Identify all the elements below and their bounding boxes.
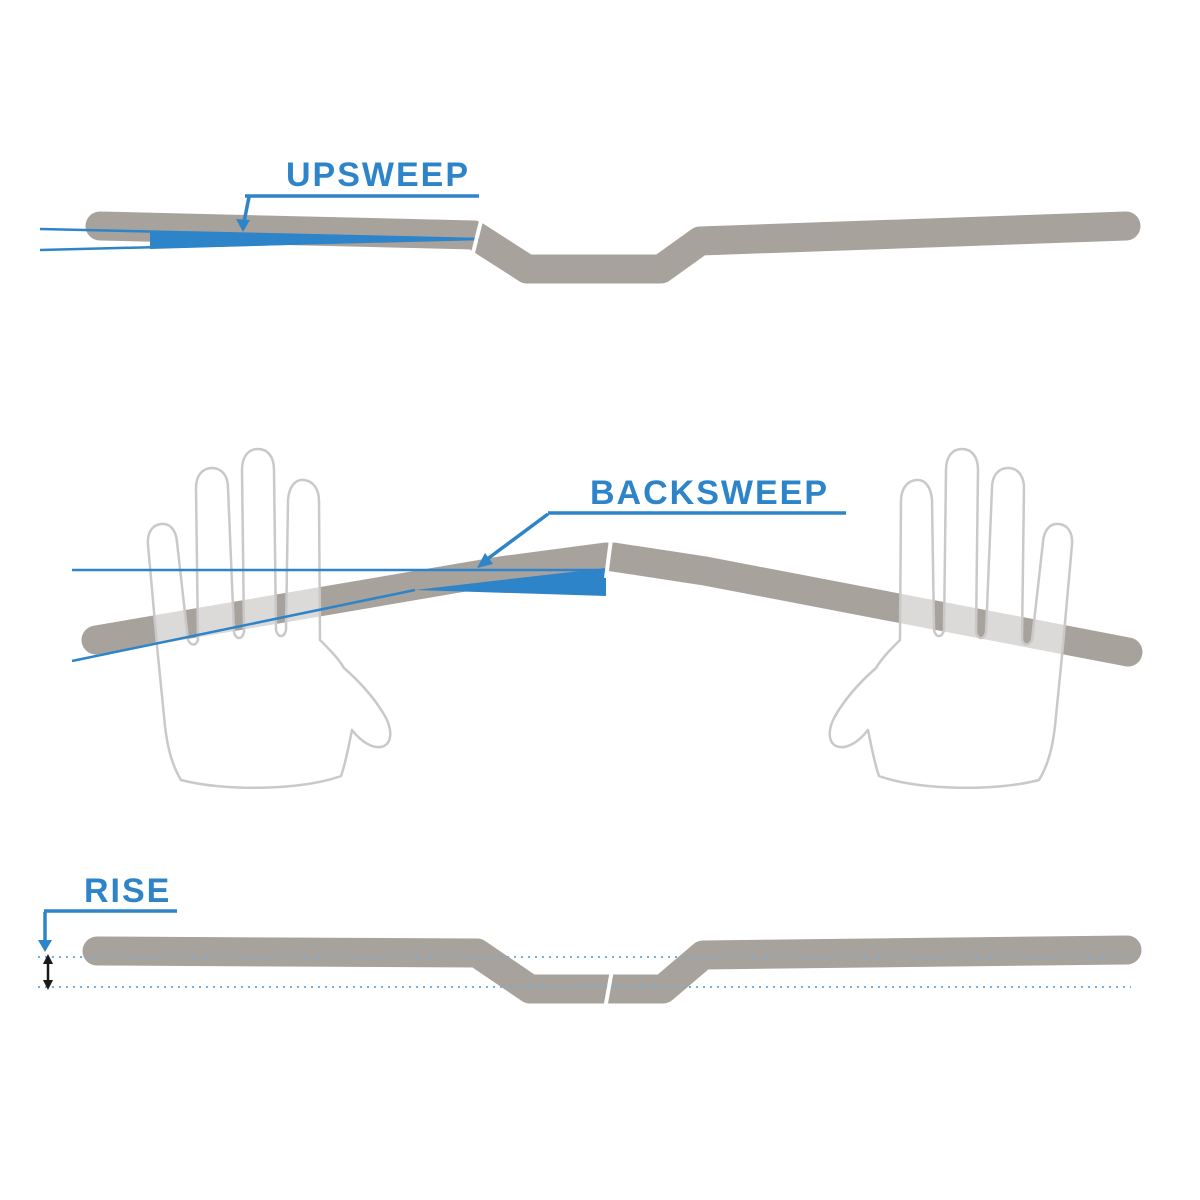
upsweep-reference-line-top xyxy=(39,227,480,241)
upsweep-arrowhead-icon xyxy=(236,219,250,232)
handlebar-segment-gap xyxy=(470,212,485,258)
left-hand-outline xyxy=(146,447,392,790)
backsweep-angle-wedge xyxy=(415,568,606,596)
upsweep-label: UPSWEEP xyxy=(286,156,471,194)
backsweep-label: BACKSWEEP xyxy=(590,474,830,512)
handlebar-side-view xyxy=(85,211,1141,284)
backsweep-leader-line xyxy=(484,512,550,562)
rise-arrowhead-icon xyxy=(38,940,52,952)
upsweep-angle-wedge xyxy=(150,232,479,249)
handlebar-center-gap xyxy=(604,538,613,579)
rise-diagram xyxy=(38,909,1142,1010)
backsweep-reference-line-diagonal xyxy=(71,588,416,663)
right-hand-outline-path xyxy=(828,447,1074,790)
handlebar-clamp-gap xyxy=(603,969,614,1010)
rise-label: RISE xyxy=(84,872,172,910)
rise-measure-arrow-down-icon xyxy=(43,980,53,990)
upsweep-leader-line xyxy=(242,196,251,223)
rise-measure-arrow-up-icon xyxy=(43,954,53,964)
backsweep-diagram xyxy=(71,447,1143,790)
handlebar-front-view xyxy=(82,935,1142,1004)
upsweep-diagram xyxy=(39,194,1141,284)
right-hand-outline xyxy=(828,447,1074,790)
backsweep-arrowhead-icon xyxy=(477,553,493,568)
